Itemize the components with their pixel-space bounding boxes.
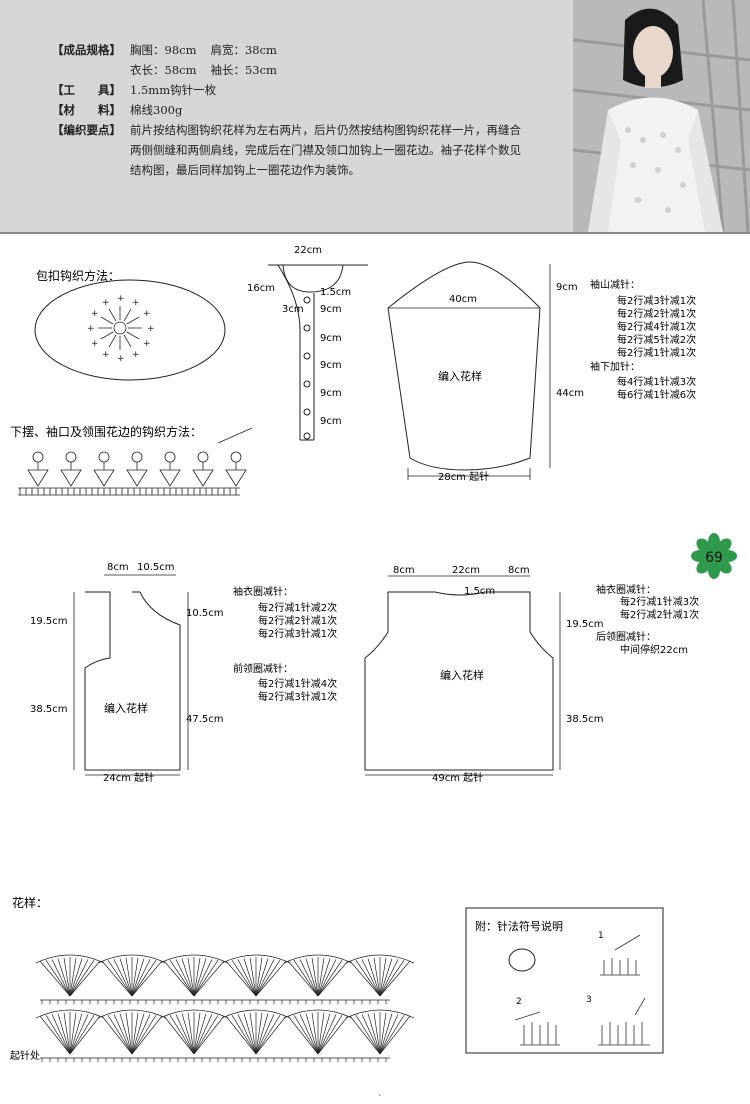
model-photo [573, 0, 750, 232]
edging-chart [18, 451, 247, 496]
sleeve-top-w: 40cm [449, 294, 477, 305]
legend-step-1: 1 [598, 931, 604, 941]
front-right-b: 47.5cm [186, 714, 224, 725]
front-top-b: 10.5cm [137, 562, 175, 573]
legend-symbol-icon [508, 948, 536, 972]
front-neck-row-2: 每2行减3针减1次 [258, 690, 337, 703]
header-panel: 【成品规格】 胸围：98cm 肩宽：38cm 衣长：58cm 袖长：53cm 【工 … [0, 0, 750, 234]
back-arm-row-1: 每2行减1针减3次 [620, 595, 699, 608]
svg-text:+: + [132, 350, 140, 360]
collar-gap-1: 9cm [320, 304, 342, 315]
sleeve-pattern: 编入花样 [438, 369, 482, 383]
spec-tool: 1.5mm钩针一枚 [130, 83, 217, 97]
back-neck-title: 后领圈减针： [596, 630, 656, 643]
button-oval [34, 279, 226, 381]
svg-text:+: + [117, 354, 125, 364]
sleeve-bottom: 28cm 起针 [438, 470, 489, 483]
back-neck-row-1: 中间停织22cm [620, 643, 688, 656]
front-arm-row-1: 每2行减1针减2次 [258, 601, 337, 614]
sleeve-cap-row-1: 每2行减3针减1次 [617, 294, 696, 307]
legend-illustrations [514, 934, 650, 1046]
sleeve-cap-h: 9cm [556, 282, 578, 293]
legend-step-2: 2 [516, 997, 522, 1007]
sleeve-inc-title: 袖下加针： [590, 360, 640, 373]
svg-text:+: + [143, 309, 151, 319]
spec-points: 前片按结构图钩织花样为左右两片，后片仍然按结构图钩织花样一片，再缝合两侧侧缝和两… [130, 123, 521, 177]
sleeve-cap-row-2: 每2行减2针减1次 [617, 307, 696, 320]
spec-label-points: 【编织要点】 [52, 123, 121, 137]
svg-text:+: + [132, 298, 140, 308]
spec-label-material: 【材 料】 [52, 103, 121, 117]
specs-block: 【成品规格】 胸围：98cm 肩宽：38cm 衣长：58cm 袖长：53cm 【工 … [52, 40, 522, 180]
collar-gap-2: 9cm [320, 333, 342, 344]
spec-label-size: 【成品规格】 [52, 43, 121, 57]
back-arm-title: 袖衣圈减针： [596, 583, 656, 596]
page-number-badge: 69 [691, 533, 737, 579]
svg-text:+: + [147, 324, 155, 334]
svg-text:+: + [91, 309, 99, 319]
back-bottom: 49cm 起针 [432, 771, 483, 784]
collar-diagram [268, 264, 368, 441]
footer-mark: · [378, 1091, 381, 1102]
front-arm-row-3: 每2行减3针减1次 [258, 627, 337, 640]
spec-shoulder: 肩宽：38cm [210, 43, 277, 57]
button-motif: ++++++++++++ [87, 294, 155, 364]
back-left-a: 19.5cm [566, 619, 604, 630]
back-top-r: 8cm [508, 565, 530, 576]
front-pattern: 编入花样 [104, 701, 148, 715]
back-arm-row-2: 每2行减2针减1次 [620, 608, 699, 621]
sleeve-cap-row-5: 每2行减1针减1次 [617, 346, 696, 359]
back-left-b: 38.5cm [566, 714, 604, 725]
svg-text:+: + [143, 339, 151, 349]
svg-text:+: + [91, 339, 99, 349]
front-neck-row-1: 每2行减1针减4次 [258, 677, 337, 690]
legend-title: 附：针法符号说明 [475, 919, 563, 933]
back-neck: 1.5cm [464, 586, 495, 597]
svg-text:+: + [102, 298, 110, 308]
edging-title: 下摆、袖口及领围花边的钩织方法： [10, 424, 202, 439]
back-top-l: 8cm [393, 565, 415, 576]
legend-box [465, 907, 664, 1054]
front-top-a: 8cm [107, 562, 129, 573]
front-outline [84, 591, 181, 771]
collar-w2: 3cm [282, 304, 304, 315]
front-arm-title: 袖衣圈减针： [233, 585, 293, 598]
back-top-m: 22cm [452, 565, 480, 576]
spec-material: 棉线300g [130, 103, 183, 117]
front-left-a: 19.5cm [30, 616, 68, 627]
svg-text:+: + [117, 294, 125, 304]
diagram-canvas: 包扣钩织方法： ++++++++++++ 下摆、袖口及领围花边的钩织方法： 22… [10, 245, 737, 1102]
legend-step-3: 3 [586, 995, 592, 1005]
svg-text:+: + [102, 350, 110, 360]
collar-gap-4: 9cm [320, 388, 342, 399]
sleeve-cap-row-4: 每2行减5针减2次 [617, 333, 696, 346]
collar-top: 22cm [294, 245, 322, 256]
spec-sleeve: 袖长：53cm [210, 63, 277, 77]
spec-length: 衣长：58cm [130, 63, 197, 77]
stitch-start: 起针处 [10, 1049, 40, 1062]
stitch-title: 花样： [12, 895, 48, 910]
svg-text:+: + [87, 324, 95, 334]
back-pattern: 编入花样 [440, 668, 484, 682]
front-bottom: 24cm 起针 [103, 771, 154, 784]
sleeve-cap-title: 袖山减针： [590, 278, 640, 291]
front-neck-title: 前领圈减针： [233, 662, 293, 675]
sleeve-inc-row-2: 每6行减1针减6次 [617, 388, 696, 401]
collar-gap-3: 9cm [320, 360, 342, 371]
stitch-chart [35, 954, 415, 1062]
collar-w1: 1.5cm [320, 287, 351, 298]
collar-gap-5: 9cm [320, 416, 342, 427]
front-right-a: 10.5cm [186, 608, 224, 619]
collar-side: 16cm [247, 283, 275, 294]
back-outline [364, 591, 554, 771]
sleeve-body-h: 44cm [556, 388, 584, 399]
sleeve-cap-row-3: 每2行减4针减1次 [617, 320, 696, 333]
front-arm-row-2: 每2行减2针减1次 [258, 614, 337, 627]
front-left-b: 38.5cm [30, 704, 68, 715]
button-title: 包扣钩织方法： [36, 268, 120, 283]
spec-chest: 胸围：98cm [130, 43, 197, 57]
page-number: 69 [705, 550, 723, 566]
spec-label-tool: 【工 具】 [52, 83, 121, 97]
sleeve-inc-row-1: 每4行减1针减3次 [617, 375, 696, 388]
